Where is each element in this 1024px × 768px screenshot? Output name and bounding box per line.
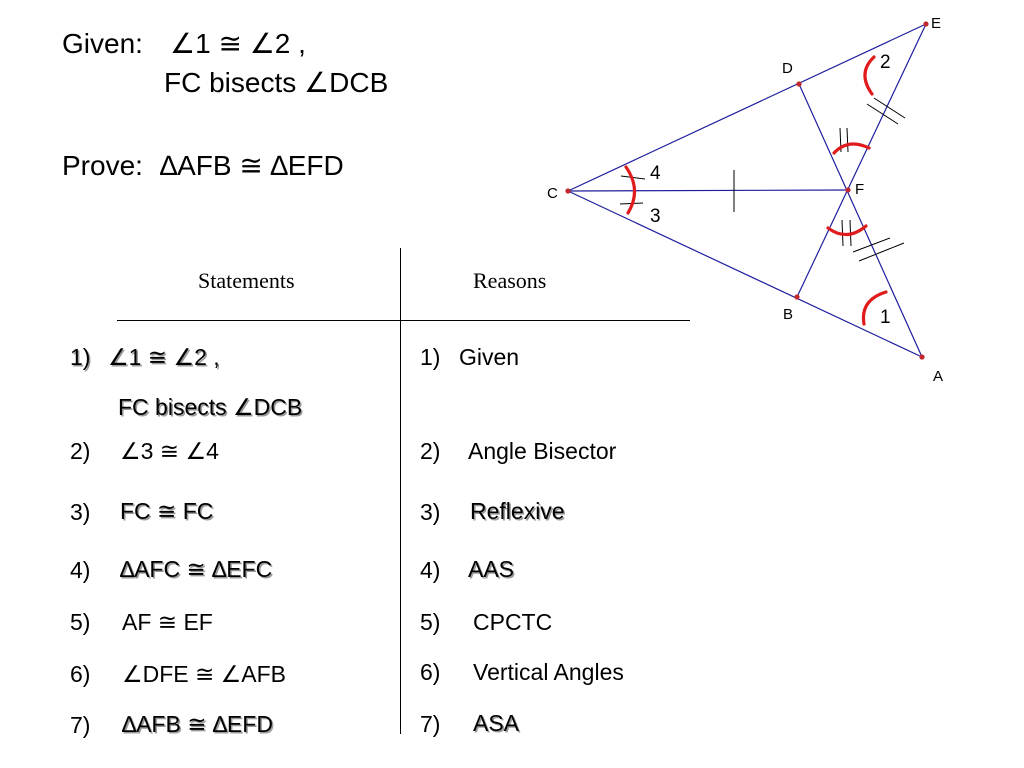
row-3-reason-number: 3): [420, 499, 441, 525]
given-label: Given:: [62, 28, 143, 59]
arc-angle-c: [624, 165, 637, 215]
row-1-number: 1): [70, 344, 91, 370]
segment-be: [796, 23, 927, 298]
segment-da: [798, 83, 923, 358]
tick-df-2: [846, 127, 849, 153]
row-3-statement: FC ≅ FC: [120, 498, 214, 524]
row-1-reason-number: 1): [420, 344, 441, 370]
row-7-reason: ASA: [473, 710, 520, 736]
segment-ce: [567, 23, 927, 192]
arc-angle-1: [861, 290, 888, 326]
table-header-rule: [117, 320, 690, 321]
row-4-reason: AAS: [468, 556, 515, 582]
point-f: [845, 187, 851, 193]
row-4-statement: ∆AFC ≅ ∆EFC: [120, 556, 273, 582]
row-5-statement: AF ≅ EF: [122, 609, 213, 635]
label-angle-4: 4: [650, 163, 661, 184]
row-5-reason: CPCTC: [473, 609, 553, 635]
row-7-number: 7): [70, 712, 91, 738]
label-angle-1: 1: [880, 307, 891, 328]
tick-fa-1: [852, 237, 891, 253]
row-6-reason-number: 6): [420, 659, 441, 685]
table-column-divider: [400, 248, 401, 734]
point-b: [794, 294, 800, 300]
row-2-number: 2): [70, 438, 91, 464]
label-f: F: [855, 181, 864, 198]
segment-ca: [567, 190, 923, 358]
arc-angle-bfa: [826, 224, 868, 237]
statements-header: Statements: [198, 268, 295, 293]
row-1-statement: ∠1 ≅ ∠2 ,: [108, 344, 220, 370]
label-e: E: [931, 15, 941, 32]
row-2-statement: ∠3 ≅ ∠4: [120, 438, 219, 464]
tick-ef-2: [873, 97, 906, 119]
row-7-statement: ∆AFB ≅ ∆EFD: [122, 711, 273, 737]
label-d: D: [782, 60, 793, 77]
reasons-header: Reasons: [473, 268, 547, 293]
given-line-2: FC bisects ∠DCB: [164, 67, 389, 98]
row-5-reason-number: 5): [420, 609, 441, 635]
arc-angle-2: [863, 55, 876, 96]
row-1-reason: Given: [459, 344, 520, 370]
label-c: C: [547, 185, 558, 202]
prove-label: Prove:: [62, 150, 143, 181]
point-c: [565, 188, 571, 194]
point-d: [796, 81, 802, 87]
row-3-number: 3): [70, 499, 91, 525]
row-4-number: 4): [70, 557, 91, 583]
row-6-statement: ∠DFE ≅ ∠AFB: [122, 661, 287, 687]
tick-ef-1: [866, 103, 899, 125]
given-line-1: ∠1 ≅ ∠2 ,: [170, 28, 306, 59]
tick-fa-2: [858, 242, 905, 262]
point-a: [919, 354, 925, 360]
point-e: [923, 21, 929, 27]
label-angle-3: 3: [650, 206, 661, 227]
row-2-reason-number: 2): [420, 438, 441, 464]
arc-angle-dfe: [832, 142, 871, 155]
segment-cf: [567, 189, 849, 192]
label-a: A: [933, 368, 943, 385]
row-7-reason-number: 7): [420, 711, 441, 737]
row-2-reason: Angle Bisector: [468, 438, 617, 464]
row-1-statement-line-2: FC bisects ∠DCB: [118, 394, 303, 420]
row-5-number: 5): [70, 609, 91, 635]
row-3-reason: Reflexive: [470, 498, 565, 524]
row-6-reason: Vertical Angles: [473, 659, 624, 685]
row-4-reason-number: 4): [420, 557, 441, 583]
row-6-number: 6): [70, 661, 91, 687]
prove-statement: ∆AFB ≅ ∆EFD: [160, 150, 344, 181]
label-angle-2: 2: [880, 52, 891, 73]
label-b: B: [783, 306, 793, 323]
